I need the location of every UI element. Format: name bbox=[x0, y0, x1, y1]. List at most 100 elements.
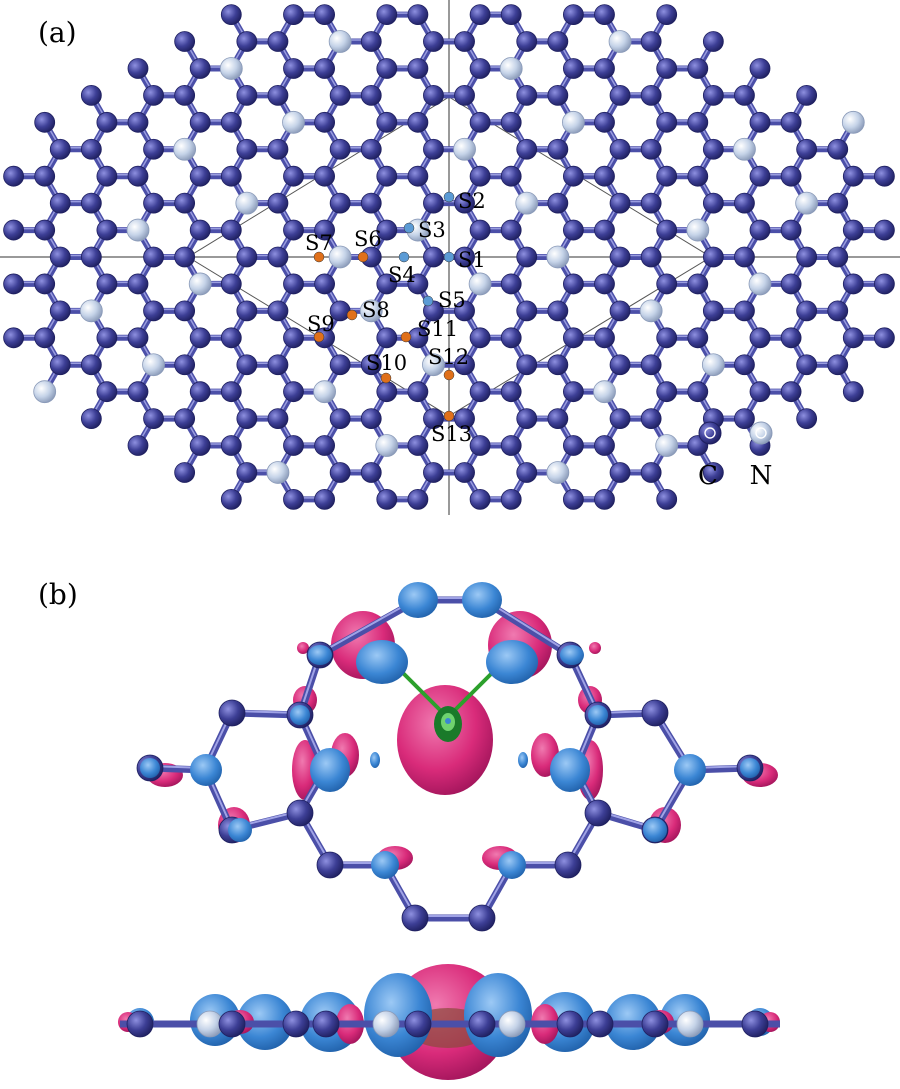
carbon-atom bbox=[236, 408, 258, 430]
carbon-atom bbox=[80, 138, 102, 160]
carbon-atom bbox=[283, 219, 304, 241]
carbon-atom bbox=[547, 84, 569, 106]
carbon-atom bbox=[554, 851, 582, 879]
carbon-atom bbox=[96, 381, 118, 403]
carbon-atom bbox=[656, 327, 678, 349]
nitrogen-atom bbox=[33, 380, 57, 404]
side-view-atoms bbox=[126, 1010, 769, 1038]
carbon-atom bbox=[80, 408, 102, 430]
density-loss-lobe bbox=[308, 645, 332, 665]
site-marker-s7 bbox=[313, 251, 325, 263]
carbon-atom bbox=[827, 246, 849, 268]
carbon-atom bbox=[469, 165, 491, 187]
carbon-atom bbox=[283, 273, 304, 295]
carbon-atom bbox=[687, 327, 709, 349]
carbon-atom bbox=[563, 58, 584, 79]
carbon-atom bbox=[316, 851, 344, 879]
nitrogen-atom bbox=[655, 434, 679, 457]
carbon-atom bbox=[516, 300, 538, 322]
carbon-atom bbox=[96, 219, 118, 241]
carbon-atom bbox=[749, 327, 771, 349]
carbon-atom bbox=[454, 246, 475, 268]
carbon-atom bbox=[516, 462, 538, 483]
carbon-atom bbox=[34, 327, 56, 349]
carbon-atom bbox=[687, 273, 709, 295]
carbon-atom bbox=[640, 138, 662, 160]
density-loss-lobe bbox=[518, 752, 528, 768]
panel-b-charge-density-top-view bbox=[136, 582, 778, 932]
carbon-atom bbox=[189, 435, 211, 456]
site-label-s7: S7 bbox=[305, 231, 333, 255]
carbon-legend-icon-ring bbox=[704, 427, 716, 439]
nitrogen-atom bbox=[498, 1010, 526, 1038]
nitrogen-atom bbox=[422, 353, 445, 377]
carbon-atom bbox=[874, 165, 895, 187]
carbon-atom bbox=[174, 408, 196, 430]
legend-label-n: N bbox=[750, 461, 773, 491]
density-gain-lobe bbox=[292, 740, 318, 800]
carbon-atom bbox=[143, 246, 164, 268]
carbon-atom bbox=[796, 246, 818, 268]
carbon-atom bbox=[96, 327, 118, 349]
density-loss-lobe bbox=[462, 582, 502, 618]
carbon-atom bbox=[360, 138, 382, 160]
carbon-atom bbox=[796, 354, 818, 376]
legend-label-c: C bbox=[698, 461, 718, 491]
nitrogen-legend-icon bbox=[749, 421, 773, 445]
carbon-atom bbox=[314, 219, 336, 241]
carbon-atom bbox=[360, 31, 382, 52]
carbon-atom bbox=[454, 408, 475, 430]
nitrogen-atom bbox=[173, 137, 197, 161]
density-loss-lobe bbox=[228, 818, 252, 842]
site-marker-s10 bbox=[380, 372, 392, 384]
carbon-atom bbox=[329, 462, 351, 483]
carbon-atom bbox=[282, 1010, 310, 1038]
carbon-atom bbox=[376, 381, 398, 403]
carbon-atom bbox=[80, 354, 102, 376]
site-marker-s2 bbox=[443, 191, 455, 203]
carbon-atom bbox=[174, 192, 196, 214]
carbon-atom bbox=[220, 327, 242, 349]
carbon-atom bbox=[594, 165, 615, 187]
carbon-atom bbox=[220, 111, 242, 133]
atoms-a bbox=[3, 4, 895, 510]
carbon-atom bbox=[314, 435, 336, 456]
carbon-atom bbox=[407, 165, 429, 187]
carbon-atom bbox=[220, 219, 242, 241]
carbon-atom bbox=[314, 4, 336, 25]
density-gain-lobe bbox=[297, 642, 309, 654]
carbon-atom bbox=[407, 111, 429, 133]
carbon-atom bbox=[283, 4, 304, 25]
carbon-atom bbox=[49, 192, 71, 214]
site-label-s3: S3 bbox=[418, 218, 446, 242]
carbon-atom bbox=[796, 138, 818, 160]
carbon-atom bbox=[640, 462, 662, 483]
nitrogen-atom bbox=[219, 57, 243, 80]
carbon-atom bbox=[3, 219, 24, 241]
carbon-atom bbox=[220, 4, 242, 25]
carbon-atom bbox=[49, 354, 71, 376]
carbon-atom bbox=[687, 58, 709, 79]
carbon-atom bbox=[749, 381, 771, 403]
carbon-atom bbox=[283, 327, 304, 349]
carbon-atom bbox=[80, 246, 102, 268]
carbon-atom bbox=[376, 273, 398, 295]
carbon-atom bbox=[827, 354, 849, 376]
density-loss-lobe bbox=[674, 754, 706, 786]
carbon-atom bbox=[500, 219, 522, 241]
carbon-atom bbox=[407, 273, 429, 295]
carbon-atom bbox=[283, 381, 304, 403]
nitrogen-atom bbox=[328, 245, 352, 269]
carbon-atom bbox=[49, 138, 71, 160]
density-loss-lobe bbox=[310, 748, 350, 792]
carbon-atom bbox=[283, 58, 304, 79]
carbon-atom bbox=[314, 58, 336, 79]
carbon-atom bbox=[143, 192, 164, 214]
metal-core-center bbox=[445, 718, 451, 724]
carbon-atom bbox=[609, 462, 631, 483]
carbon-atom bbox=[283, 435, 304, 456]
carbon-atom bbox=[236, 84, 258, 106]
carbon-atom bbox=[189, 219, 211, 241]
